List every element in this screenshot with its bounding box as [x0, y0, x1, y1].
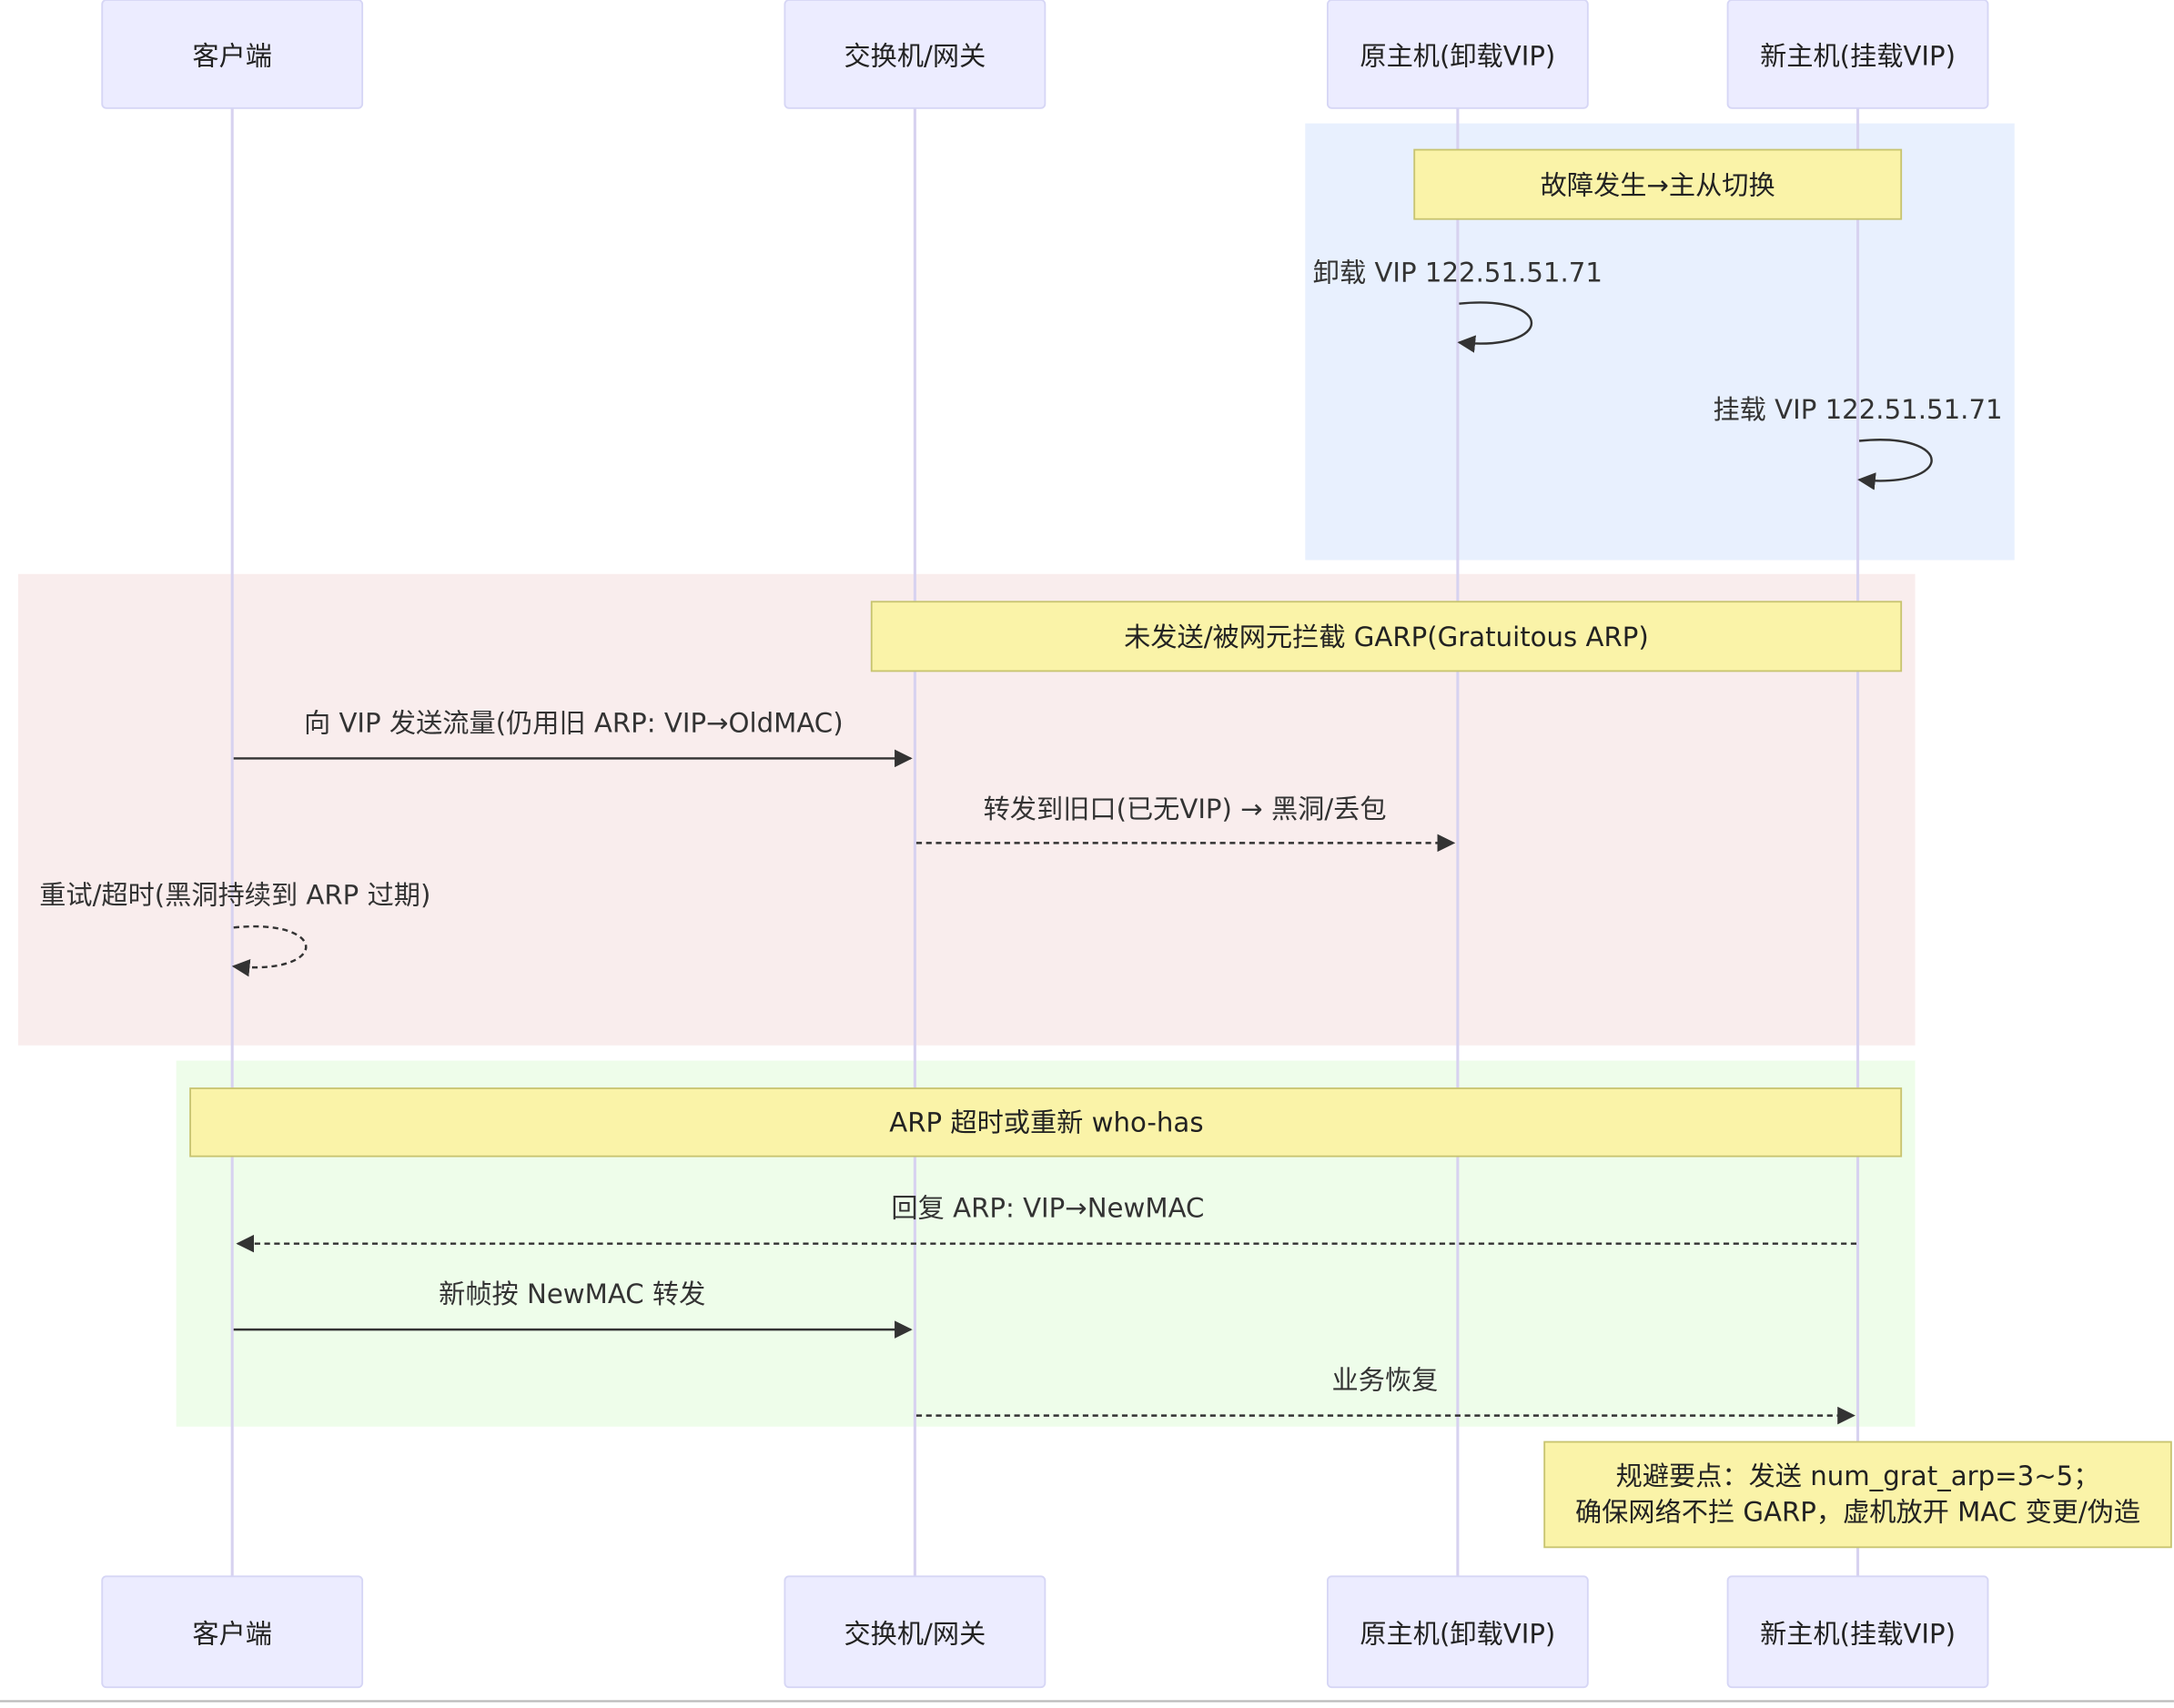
actor-switch-label: 交换机/网关	[844, 41, 986, 72]
note-mitigation: 规避要点：发送 num_grat_arp=3~5； 确保网络不拦 GARP，虚机…	[1543, 1440, 2172, 1549]
message-forward-old-label: 转发到旧口(已无VIP) → 黑洞/丢包	[984, 793, 1387, 824]
svg-text:故障发生→主从切换: 故障发生→主从切换	[1541, 169, 1775, 200]
note-mitigation-line1: 规避要点：发送 num_grat_arp=3~5；	[1616, 1460, 2100, 1491]
actor-newhost-top[interactable]: 新主机(挂载VIP)	[1726, 0, 1989, 109]
message-send-traffic-label: 向 VIP 发送流量(仍用旧 ARP: VIP→OldMAC)	[304, 708, 844, 739]
svg-text:客户端: 客户端	[192, 1619, 272, 1650]
message-mount-vip-arrow	[1857, 439, 1933, 490]
message-unmount-vip-arrow	[1457, 301, 1532, 353]
actor-switch-top[interactable]: 交换机/网关	[784, 0, 1047, 109]
note-arp-timeout: ARP 超时或重新 who-has	[189, 1087, 1903, 1157]
actor-client-label: 客户端	[192, 41, 272, 72]
actor-oldhost-top[interactable]: 原主机(卸载VIP)	[1326, 0, 1589, 109]
actor-switch-bottom[interactable]: 交换机/网关	[784, 1575, 1047, 1689]
message-mount-vip-label: 挂载 VIP 122.51.51.71	[1713, 394, 2002, 425]
actor-newhost-bottom[interactable]: 新主机(挂载VIP)	[1726, 1575, 1989, 1689]
actor-client-bottom[interactable]: 客户端	[101, 1575, 364, 1689]
note-failover: 故障发生→主从切换	[1413, 148, 1903, 220]
svg-text:ARP 超时或重新 who-has: ARP 超时或重新 who-has	[889, 1107, 1203, 1137]
note-garp-blocked: 未发送/被网元拦截 GARP(Gratuitous ARP)	[870, 601, 1903, 672]
actor-newhost-label: 新主机(挂载VIP)	[1760, 41, 1956, 72]
actor-oldhost-bottom[interactable]: 原主机(卸载VIP)	[1326, 1575, 1589, 1689]
svg-text:交换机/网关: 交换机/网关	[844, 1619, 986, 1650]
actor-client-top[interactable]: 客户端	[101, 0, 364, 109]
message-retry-timeout-label: 重试/超时(黑洞持续到 ARP 过期)	[39, 880, 430, 911]
message-new-frame-label: 新帧按 NewMAC 转发	[439, 1278, 705, 1309]
note-mitigation-line2: 确保网络不拦 GARP，虚机放开 MAC 变更/伪造	[1575, 1497, 2140, 1528]
actor-oldhost-label: 原主机(卸载VIP)	[1360, 41, 1555, 72]
svg-text:原主机(卸载VIP): 原主机(卸载VIP)	[1360, 1619, 1555, 1650]
svg-text:新主机(挂载VIP): 新主机(挂载VIP)	[1760, 1619, 1956, 1650]
message-service-recovered-label: 业务恢复	[1332, 1365, 1439, 1396]
message-retry-timeout-arrow	[231, 925, 308, 977]
message-unmount-vip-label: 卸载 VIP 122.51.51.71	[1313, 257, 1603, 288]
message-arp-reply-label: 回复 ARP: VIP→NewMAC	[891, 1193, 1204, 1224]
svg-text:未发送/被网元拦截 GARP(Gratuitous ARP): 未发送/被网元拦截 GARP(Gratuitous ARP)	[1124, 622, 1649, 652]
